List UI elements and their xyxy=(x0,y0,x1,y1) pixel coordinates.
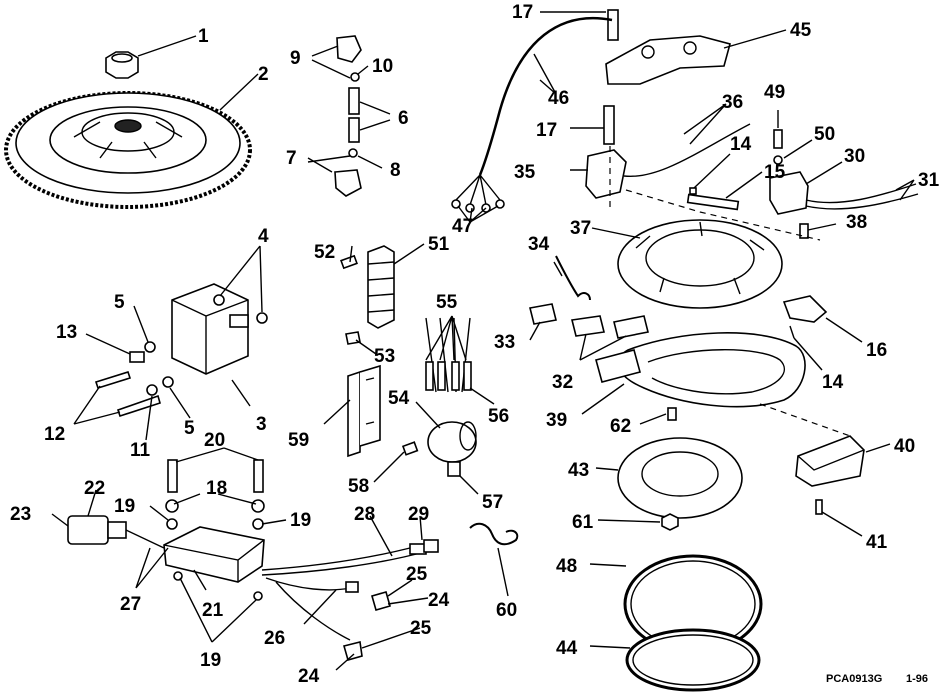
label-35: 35 xyxy=(514,162,536,183)
label-11: 11 xyxy=(130,440,151,461)
label-25: 25 xyxy=(406,564,428,585)
part-power-pack xyxy=(67,459,265,601)
label-60: 60 xyxy=(496,600,517,621)
part-stator xyxy=(617,219,828,339)
part-timer-base xyxy=(451,9,731,213)
label-31: 31 xyxy=(918,170,940,191)
leader-lines xyxy=(51,11,915,671)
label-20: 20 xyxy=(204,430,225,451)
part-terminal-block xyxy=(340,245,395,345)
label-34: 34 xyxy=(528,234,550,255)
part-clip xyxy=(469,522,519,546)
label-1: 1 xyxy=(198,26,209,47)
part-wiring-harness xyxy=(261,539,439,661)
part-sensor-assembly xyxy=(401,317,477,477)
label-49: 49 xyxy=(764,82,785,103)
part-bracket xyxy=(347,364,381,458)
label-5: 5 xyxy=(114,292,125,313)
label-19: 19 xyxy=(114,496,135,517)
part-retainer-plate xyxy=(617,407,743,531)
part-cover xyxy=(795,435,865,515)
label-57: 57 xyxy=(482,492,503,513)
label-10: 10 xyxy=(372,56,393,77)
label-21: 21 xyxy=(202,600,224,621)
label-2: 2 xyxy=(258,64,269,85)
label-48: 48 xyxy=(556,556,577,577)
part-plate xyxy=(595,332,806,408)
label-12: 12 xyxy=(44,424,65,445)
label-55: 55 xyxy=(436,292,458,313)
label-50: 50 xyxy=(814,124,835,145)
label-27: 27 xyxy=(120,594,141,615)
label-56: 56 xyxy=(488,406,509,427)
label-24: 24 xyxy=(428,590,450,611)
label-53: 53 xyxy=(374,346,395,367)
part-charge-coil xyxy=(769,129,919,215)
label-28: 28 xyxy=(354,504,375,525)
part-nut xyxy=(105,51,139,79)
label-30: 30 xyxy=(844,146,865,167)
part-number-labels: 1 2 3 4 5 5 6 7 8 9 10 11 12 13 14 14 15… xyxy=(10,2,940,687)
label-25b: 25 xyxy=(410,618,432,639)
label-19c: 19 xyxy=(200,650,221,671)
label-26: 26 xyxy=(264,628,285,649)
label-54: 54 xyxy=(388,388,410,409)
label-44: 44 xyxy=(556,638,578,659)
label-47: 47 xyxy=(452,216,473,237)
label-19b: 19 xyxy=(290,510,311,531)
label-13: 13 xyxy=(56,322,77,343)
label-40: 40 xyxy=(894,436,915,457)
label-8: 8 xyxy=(390,160,401,181)
part-boot-parts xyxy=(334,35,362,197)
label-38: 38 xyxy=(846,212,867,233)
label-23: 23 xyxy=(10,504,31,525)
label-51: 51 xyxy=(428,234,450,255)
label-37: 37 xyxy=(570,218,591,239)
label-5b: 5 xyxy=(184,418,195,439)
label-43: 43 xyxy=(568,460,589,481)
label-16: 16 xyxy=(866,340,887,361)
label-41: 41 xyxy=(866,532,888,553)
label-62: 62 xyxy=(610,416,631,437)
part-rings xyxy=(623,554,763,692)
label-14b: 14 xyxy=(822,372,844,393)
label-36: 36 xyxy=(722,92,743,113)
label-32: 32 xyxy=(552,372,573,393)
part-hoses xyxy=(529,255,649,339)
label-45: 45 xyxy=(790,20,812,41)
label-4: 4 xyxy=(258,226,269,247)
label-17: 17 xyxy=(512,2,533,23)
label-52: 52 xyxy=(314,242,335,263)
revision-code: 1-96 xyxy=(906,673,928,685)
label-46: 46 xyxy=(548,88,569,109)
label-61: 61 xyxy=(572,512,594,533)
label-24b: 24 xyxy=(298,666,320,687)
part-sensor-coil xyxy=(585,123,751,211)
label-22: 22 xyxy=(84,478,105,499)
part-flywheel xyxy=(4,91,252,209)
label-39: 39 xyxy=(546,410,567,431)
label-15: 15 xyxy=(764,162,786,183)
label-9: 9 xyxy=(290,48,301,69)
figure-code: PCA0913G xyxy=(826,673,882,685)
label-14: 14 xyxy=(730,134,752,155)
label-17b: 17 xyxy=(536,120,557,141)
part-ignition-coil xyxy=(94,283,268,418)
label-7: 7 xyxy=(286,148,297,169)
label-58: 58 xyxy=(348,476,369,497)
label-59: 59 xyxy=(288,430,309,451)
label-3: 3 xyxy=(256,414,267,435)
label-18: 18 xyxy=(206,478,227,499)
label-6: 6 xyxy=(398,108,409,129)
label-29: 29 xyxy=(408,504,429,525)
label-33: 33 xyxy=(494,332,515,353)
